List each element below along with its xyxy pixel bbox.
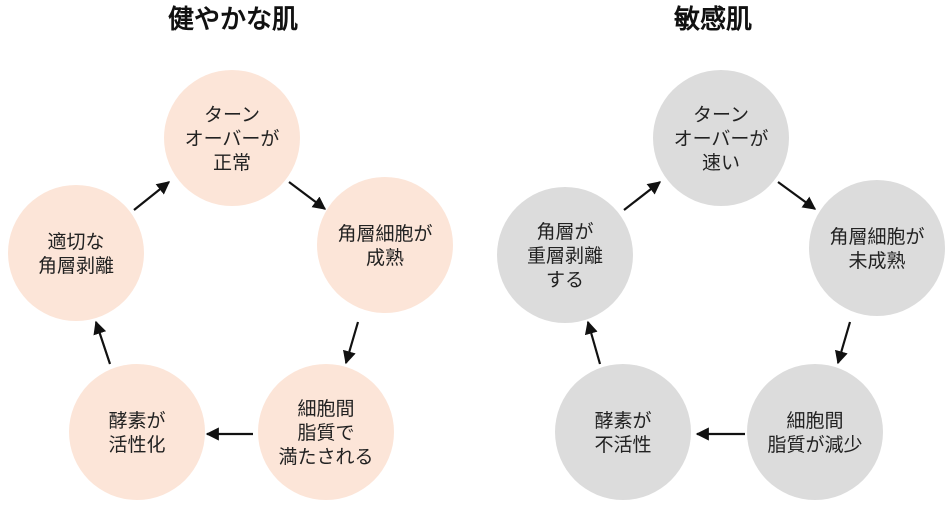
node-label-line: 細胞間 [786, 410, 843, 432]
node-label-line: 細胞間 [297, 398, 354, 420]
node-label-line: 速い [702, 152, 740, 174]
node-label-line: 角層細胞が [337, 223, 432, 245]
title-sensitive-skin: 敏感肌 [673, 5, 752, 35]
node-circle [258, 364, 394, 500]
cycle-arrow [343, 321, 360, 365]
node-label-line: 角層が [536, 221, 593, 243]
node-label-line: 不活性 [594, 434, 651, 456]
node-label-line: 脂質が減少 [767, 434, 862, 456]
cycle-arrow [288, 181, 327, 210]
node-label-line: 酵素が [594, 410, 651, 432]
cycle-arrow [623, 181, 662, 211]
node-circle [8, 185, 144, 321]
healthy-skin-cycle: ターンオーバーが正常角層細胞が成熟細胞間脂質で満たされる酵素が活性化適切な角層剥… [8, 70, 453, 500]
node-circle [809, 180, 945, 316]
node-label-line: ターン [693, 104, 749, 126]
node-label-line: 重層剥離 [527, 245, 603, 267]
node-circle [164, 70, 300, 206]
cycle-arrow [133, 181, 171, 211]
node-label-line: 酵素が [108, 410, 165, 432]
node-circle [653, 70, 789, 206]
sensitive-skin-cycle: ターンオーバーが速い角層細胞が未成熟細胞間脂質が減少酵素が不活性角層が重層剥離す… [497, 70, 945, 500]
node-label-line: 角層剥離 [38, 255, 114, 277]
cycle-arrow [93, 320, 112, 365]
node-label-line: 成熟 [366, 247, 404, 269]
node-label-line: 角層細胞が [829, 226, 924, 248]
node-label-line: 活性化 [108, 434, 165, 456]
node-circle [69, 364, 205, 500]
cycle-arrow [777, 181, 817, 210]
node-label-line: ターン [204, 104, 260, 126]
cycle-arrow [835, 321, 852, 365]
node-label-line: 正常 [213, 152, 251, 174]
title-healthy-skin: 健やかな肌 [168, 5, 298, 35]
node-label-line: する [546, 269, 584, 291]
cycle-arrow [584, 320, 602, 365]
node-label-line: 満たされる [278, 446, 373, 468]
node-label-line: オーバーが [185, 128, 280, 150]
node-label-line: オーバーが [674, 128, 769, 150]
node-label-line: 脂質で [297, 422, 354, 444]
node-circle [555, 364, 691, 500]
node-label-line: 未成熟 [848, 250, 905, 272]
node-circle [317, 177, 453, 313]
node-circle [497, 187, 633, 323]
node-label-line: 適切な [47, 231, 104, 253]
node-circle [747, 364, 883, 500]
